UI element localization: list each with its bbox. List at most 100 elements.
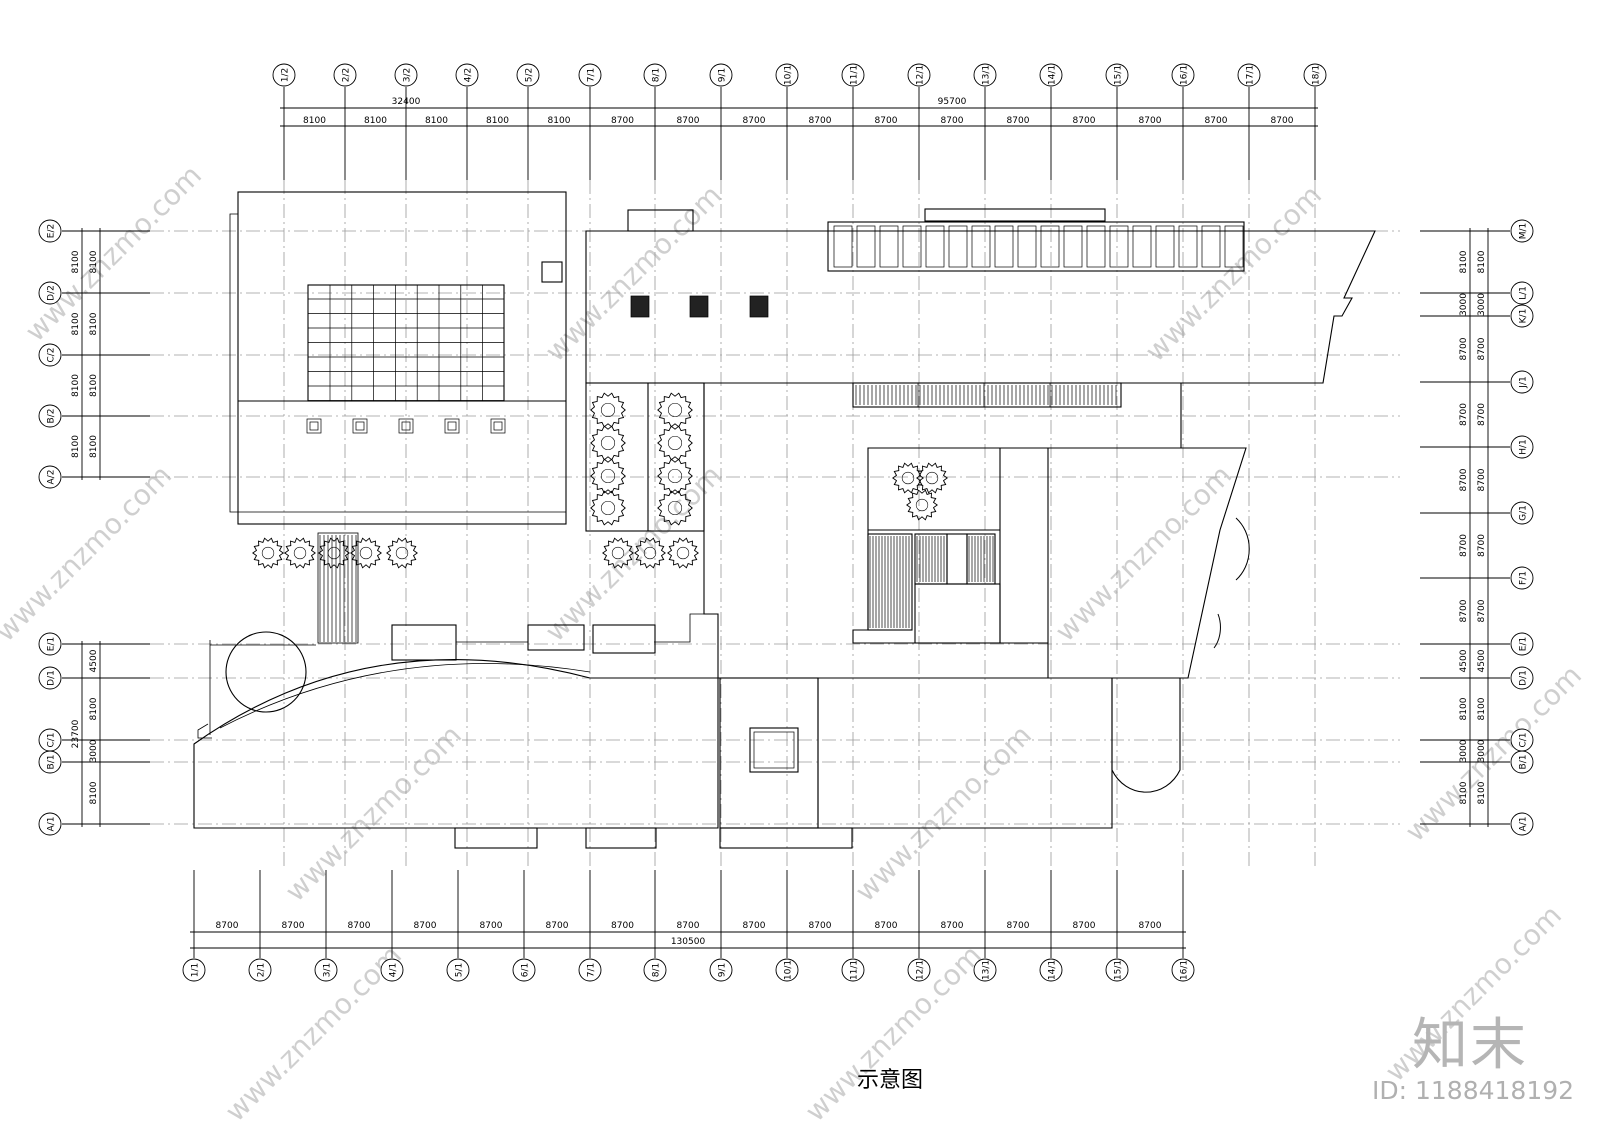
axis-bubble [775, 958, 799, 982]
tree-canopy-inner [667, 500, 683, 516]
axis-bubble [1510, 435, 1534, 459]
column-box [490, 418, 506, 434]
axis-bubble [1510, 281, 1534, 305]
dimension-value: 3000 [1459, 293, 1469, 316]
dimension-value: 8700 [216, 921, 239, 931]
round-room [225, 631, 307, 713]
axis-label: 11/1 [850, 65, 860, 85]
dimension-value: 8700 [1073, 921, 1096, 931]
tree-canopy-inner [600, 468, 616, 484]
dimension-value: 8100 [1459, 697, 1469, 720]
skylight-pane [1201, 225, 1221, 268]
dimension-value: 8100 [89, 312, 99, 335]
dark-opening [689, 295, 709, 318]
axis-bubble [314, 958, 338, 982]
skylight-strip [827, 221, 1245, 272]
tree-symbol [657, 425, 693, 461]
axis-bubble [1303, 63, 1327, 87]
axis-bubble [516, 63, 540, 87]
dimension-value: 8700 [677, 921, 700, 931]
tree-symbol [318, 537, 350, 569]
axis-bubble [455, 63, 479, 87]
lower-left-block [193, 659, 719, 829]
axis-bubble [1510, 219, 1534, 243]
tree-canopy-inner [600, 435, 616, 451]
tree-symbol [590, 490, 626, 526]
axis-bubble [973, 63, 997, 87]
axis-label: D/1 [1519, 670, 1529, 686]
tree-canopy-inner [395, 546, 409, 560]
axis-bubble [841, 63, 865, 87]
axis-bubble [182, 958, 206, 982]
axis-bubble [578, 958, 602, 982]
axis-bubble [1510, 304, 1534, 328]
axis-bubble [38, 666, 62, 690]
column-box [352, 418, 368, 434]
axis-label: 8/1 [652, 963, 662, 977]
apse-room [1111, 678, 1181, 793]
skylight-pane [1063, 225, 1083, 268]
axis-label: M/1 [1519, 223, 1529, 240]
axis-label: G/1 [1519, 505, 1529, 521]
axis-label: 3/2 [403, 68, 413, 82]
site-watermark: www.znzmo.com [539, 179, 728, 368]
dimension-value: 4500 [89, 649, 99, 672]
axis-label: F/1 [1519, 571, 1529, 585]
axis-bubble [38, 812, 62, 836]
dimension-lines [62, 87, 1510, 958]
axis-label: 15/1 [1114, 65, 1124, 85]
axis-label: 11/1 [850, 960, 860, 980]
tree-symbol [252, 537, 284, 569]
axis-bubble [1171, 63, 1195, 87]
axis-bubble [775, 63, 799, 87]
dimension-value: 8100 [425, 116, 448, 126]
axis-bubble [1510, 501, 1534, 525]
dimension-value: 8700 [611, 116, 634, 126]
dimension-value: 8700 [348, 921, 371, 931]
dimension-value: 8700 [1477, 534, 1487, 557]
axis-label: 17/1 [1246, 65, 1256, 85]
axis-label: 2/2 [342, 68, 352, 82]
axis-label: 5/2 [525, 68, 535, 82]
site-watermark: www.znzmo.com [799, 939, 988, 1128]
tree-symbols [252, 392, 948, 569]
axis-label: D/2 [47, 285, 57, 301]
tree-symbol [602, 537, 634, 569]
axis-label: L/1 [1519, 286, 1529, 300]
drawing-caption: 示意图 [0, 1062, 1600, 1094]
skylight-pane [925, 225, 945, 268]
axis-bubble [272, 63, 296, 87]
tree-symbol [350, 537, 382, 569]
axis-bubble [973, 958, 997, 982]
tree-canopy-inner [925, 471, 939, 485]
tree-canopy-inner [600, 402, 616, 418]
dimension-value: 8100 [1477, 697, 1487, 720]
axis-label: 5/1 [455, 963, 465, 977]
tree-symbol [590, 425, 626, 461]
dimension-value: 8700 [1477, 468, 1487, 491]
tree-canopy-inner [667, 435, 683, 451]
axis-label: B/1 [1519, 755, 1529, 770]
skylight-pane [1132, 225, 1152, 268]
axis-label: 4/1 [389, 963, 399, 977]
axis-label: A/2 [47, 470, 57, 485]
axis-bubble [38, 750, 62, 774]
dimension-value: 8700 [743, 921, 766, 931]
skylight-pane [994, 225, 1014, 268]
connecting-stair [317, 532, 359, 644]
axis-bubble [1039, 63, 1063, 87]
skylight-pane [1040, 225, 1060, 268]
axis-bubble [380, 958, 404, 982]
axis-bubble [38, 219, 62, 243]
dimension-value: 8100 [71, 374, 81, 397]
dimension-value: 3000 [1477, 739, 1487, 762]
axis-label: A/1 [47, 817, 57, 832]
tree-symbol [892, 462, 924, 494]
dimension-value: 8700 [1477, 403, 1487, 426]
tree-canopy-inner [901, 471, 915, 485]
dimension-value: 8700 [1459, 599, 1469, 622]
dimension-value: 8700 [282, 921, 305, 931]
dimension-value: 8700 [1459, 468, 1469, 491]
axis-label: 10/1 [784, 65, 794, 85]
site-watermark: www.znzmo.com [279, 719, 468, 908]
